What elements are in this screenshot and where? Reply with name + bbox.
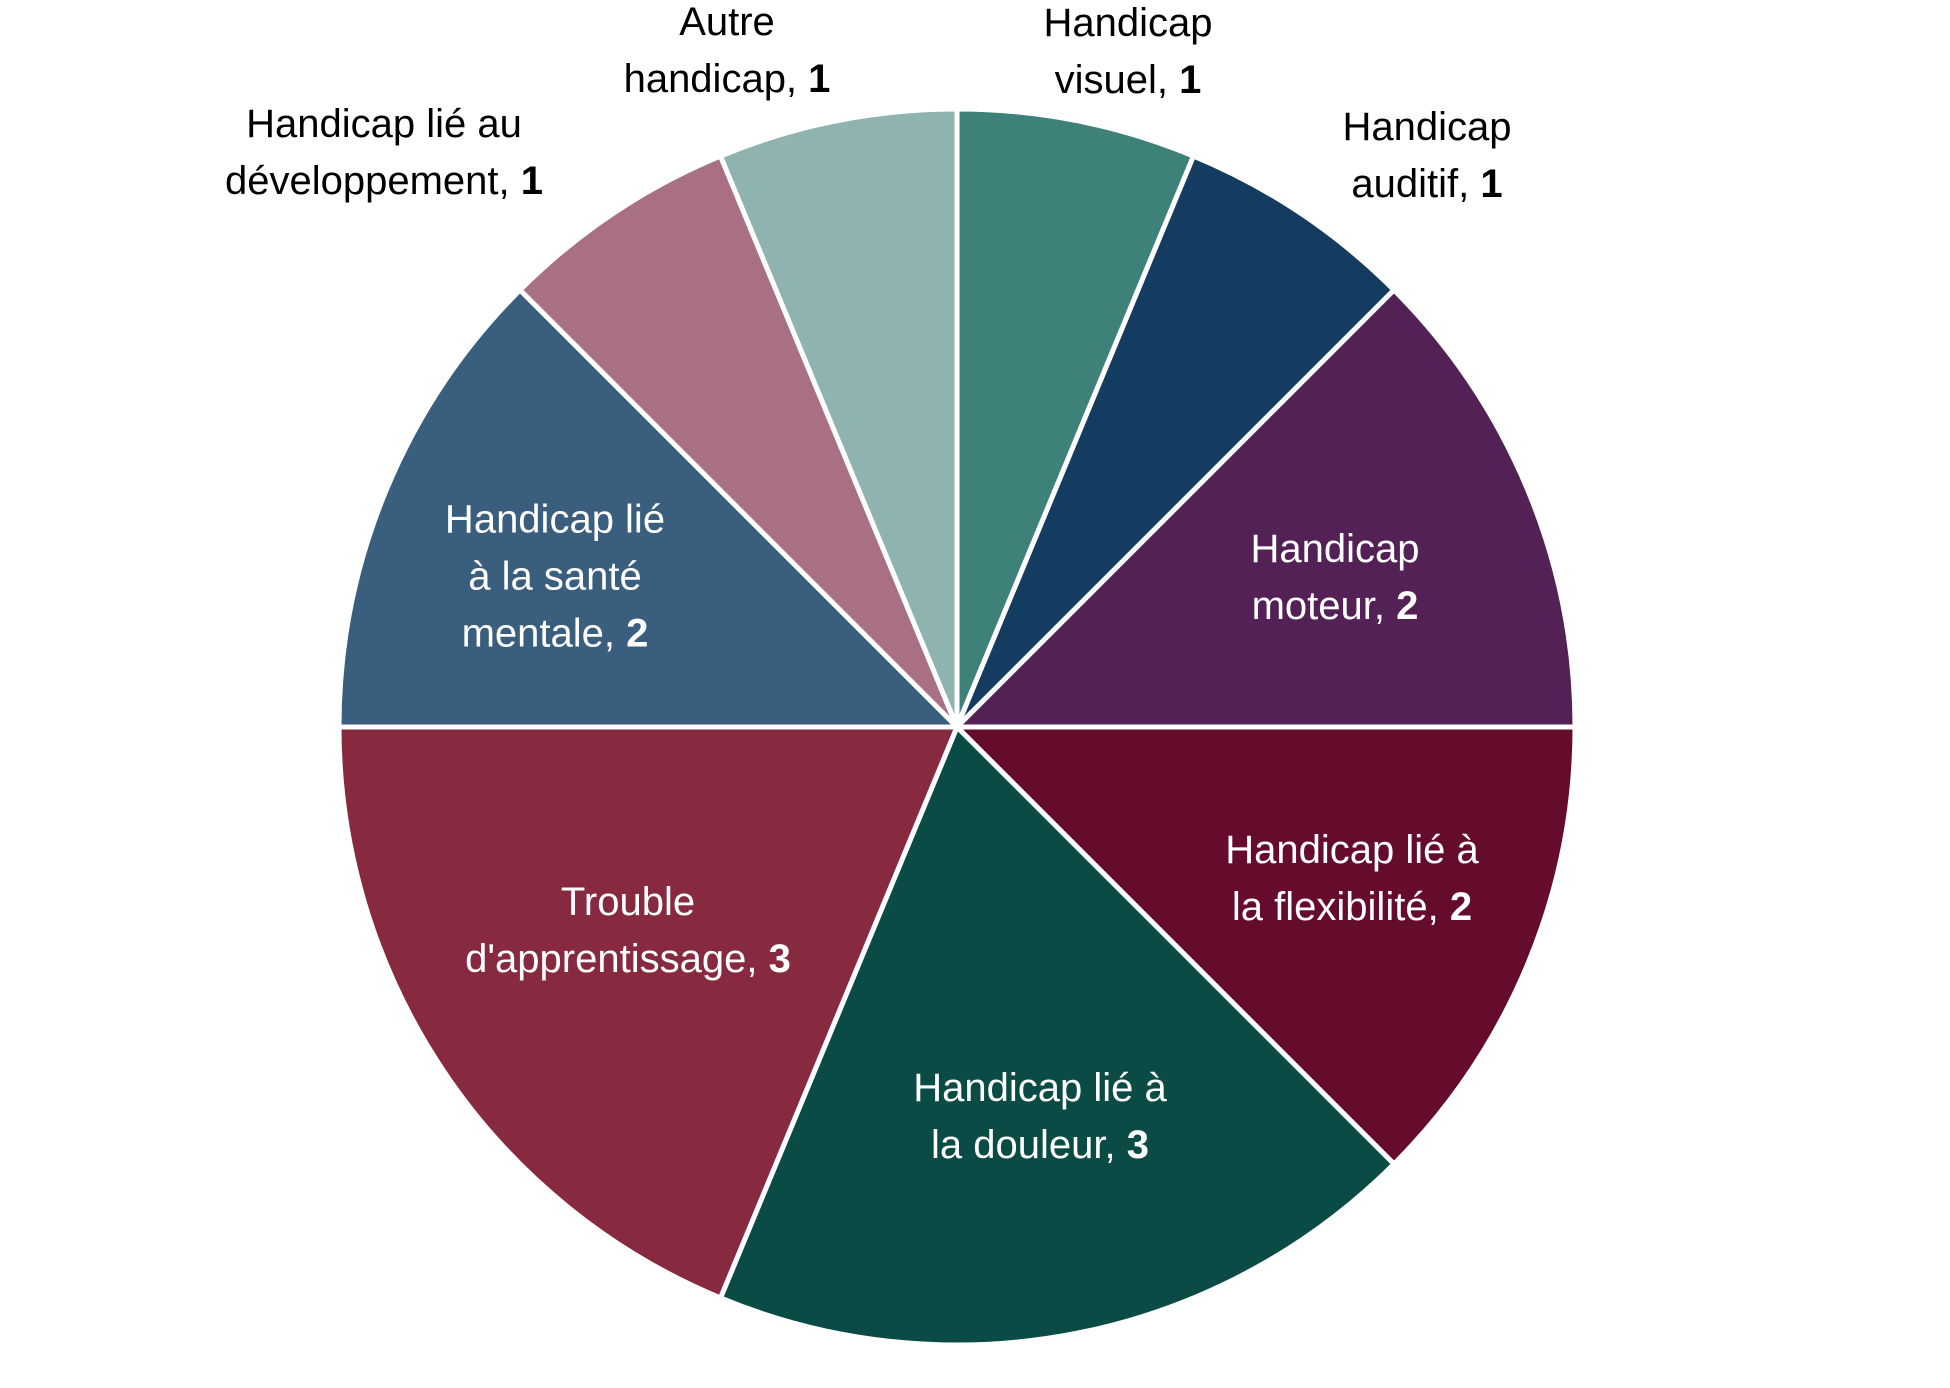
slice-label-text: auditif, — [1351, 162, 1470, 206]
pie-slice-2 — [954, 153, 1397, 730]
pie-slice-7 — [336, 287, 960, 730]
slice-label-1: Handicap visuel, 1 — [1043, 0, 1212, 109]
slice-value: 1 — [1179, 58, 1202, 102]
slice-label-7: Handicap lié à la santé mentale, 2 — [445, 492, 665, 663]
slice-value: 2 — [1449, 885, 1473, 929]
slice-label-text: la flexibilité, — [1231, 885, 1439, 929]
slice-label-text: Handicap — [1342, 105, 1512, 149]
slice-label-2: Handicap auditif, 1 — [1342, 99, 1511, 213]
slice-label-text: la douleur, — [931, 1123, 1116, 1167]
slice-label-text: Handicap — [1043, 1, 1213, 45]
pie-slice-3 — [954, 287, 1578, 730]
slice-label-text: Handicap lié à — [913, 1066, 1167, 1110]
slice-label-text: Handicap lié à — [1225, 828, 1479, 872]
pie-slice-5 — [718, 724, 1397, 1348]
slice-label-text: moteur, — [1251, 584, 1386, 628]
slice-value: 3 — [1126, 1123, 1149, 1167]
slice-label-6: Trouble d'apprentissage, 3 — [465, 874, 791, 988]
slice-label-text: développement, — [224, 159, 510, 203]
pie-slice-4 — [954, 724, 1578, 1167]
slice-label-text: à la santé — [468, 554, 642, 599]
pie-slice-8 — [517, 153, 960, 730]
slice-value: 2 — [1396, 584, 1419, 628]
slice-label-text: Handicap — [1250, 527, 1420, 571]
slice-value: 3 — [768, 937, 791, 981]
pie-slice-6 — [336, 724, 960, 1301]
slice-label-9: Autre handicap, 1 — [624, 0, 831, 108]
slice-label-text: visuel, — [1054, 58, 1169, 102]
slice-label-text: Autre — [679, 0, 775, 44]
slice-label-3: Handicap moteur, 2 — [1250, 521, 1419, 635]
slice-label-4: Handicap lié à la flexibilité, 2 — [1225, 822, 1479, 936]
slice-label-text: Trouble — [560, 880, 696, 924]
slice-label-5: Handicap lié à la douleur, 3 — [913, 1060, 1167, 1174]
slice-label-text: handicap, — [623, 57, 798, 101]
slice-label-text: Handicap lié — [444, 497, 666, 542]
slice-value: 1 — [1480, 162, 1503, 206]
pie-slice-9 — [718, 106, 960, 730]
slice-label-text: Handicap lié au — [246, 102, 522, 146]
slice-value: 1 — [808, 57, 831, 101]
slice-value: 2 — [626, 611, 649, 656]
pie-slice-1 — [954, 106, 1196, 730]
slice-label-8: Handicap lié au développement, 1 — [225, 96, 543, 210]
slice-label-text: d'apprentissage, — [465, 937, 758, 981]
slice-label-text: mentale, — [461, 611, 616, 656]
slice-value: 1 — [520, 159, 544, 203]
